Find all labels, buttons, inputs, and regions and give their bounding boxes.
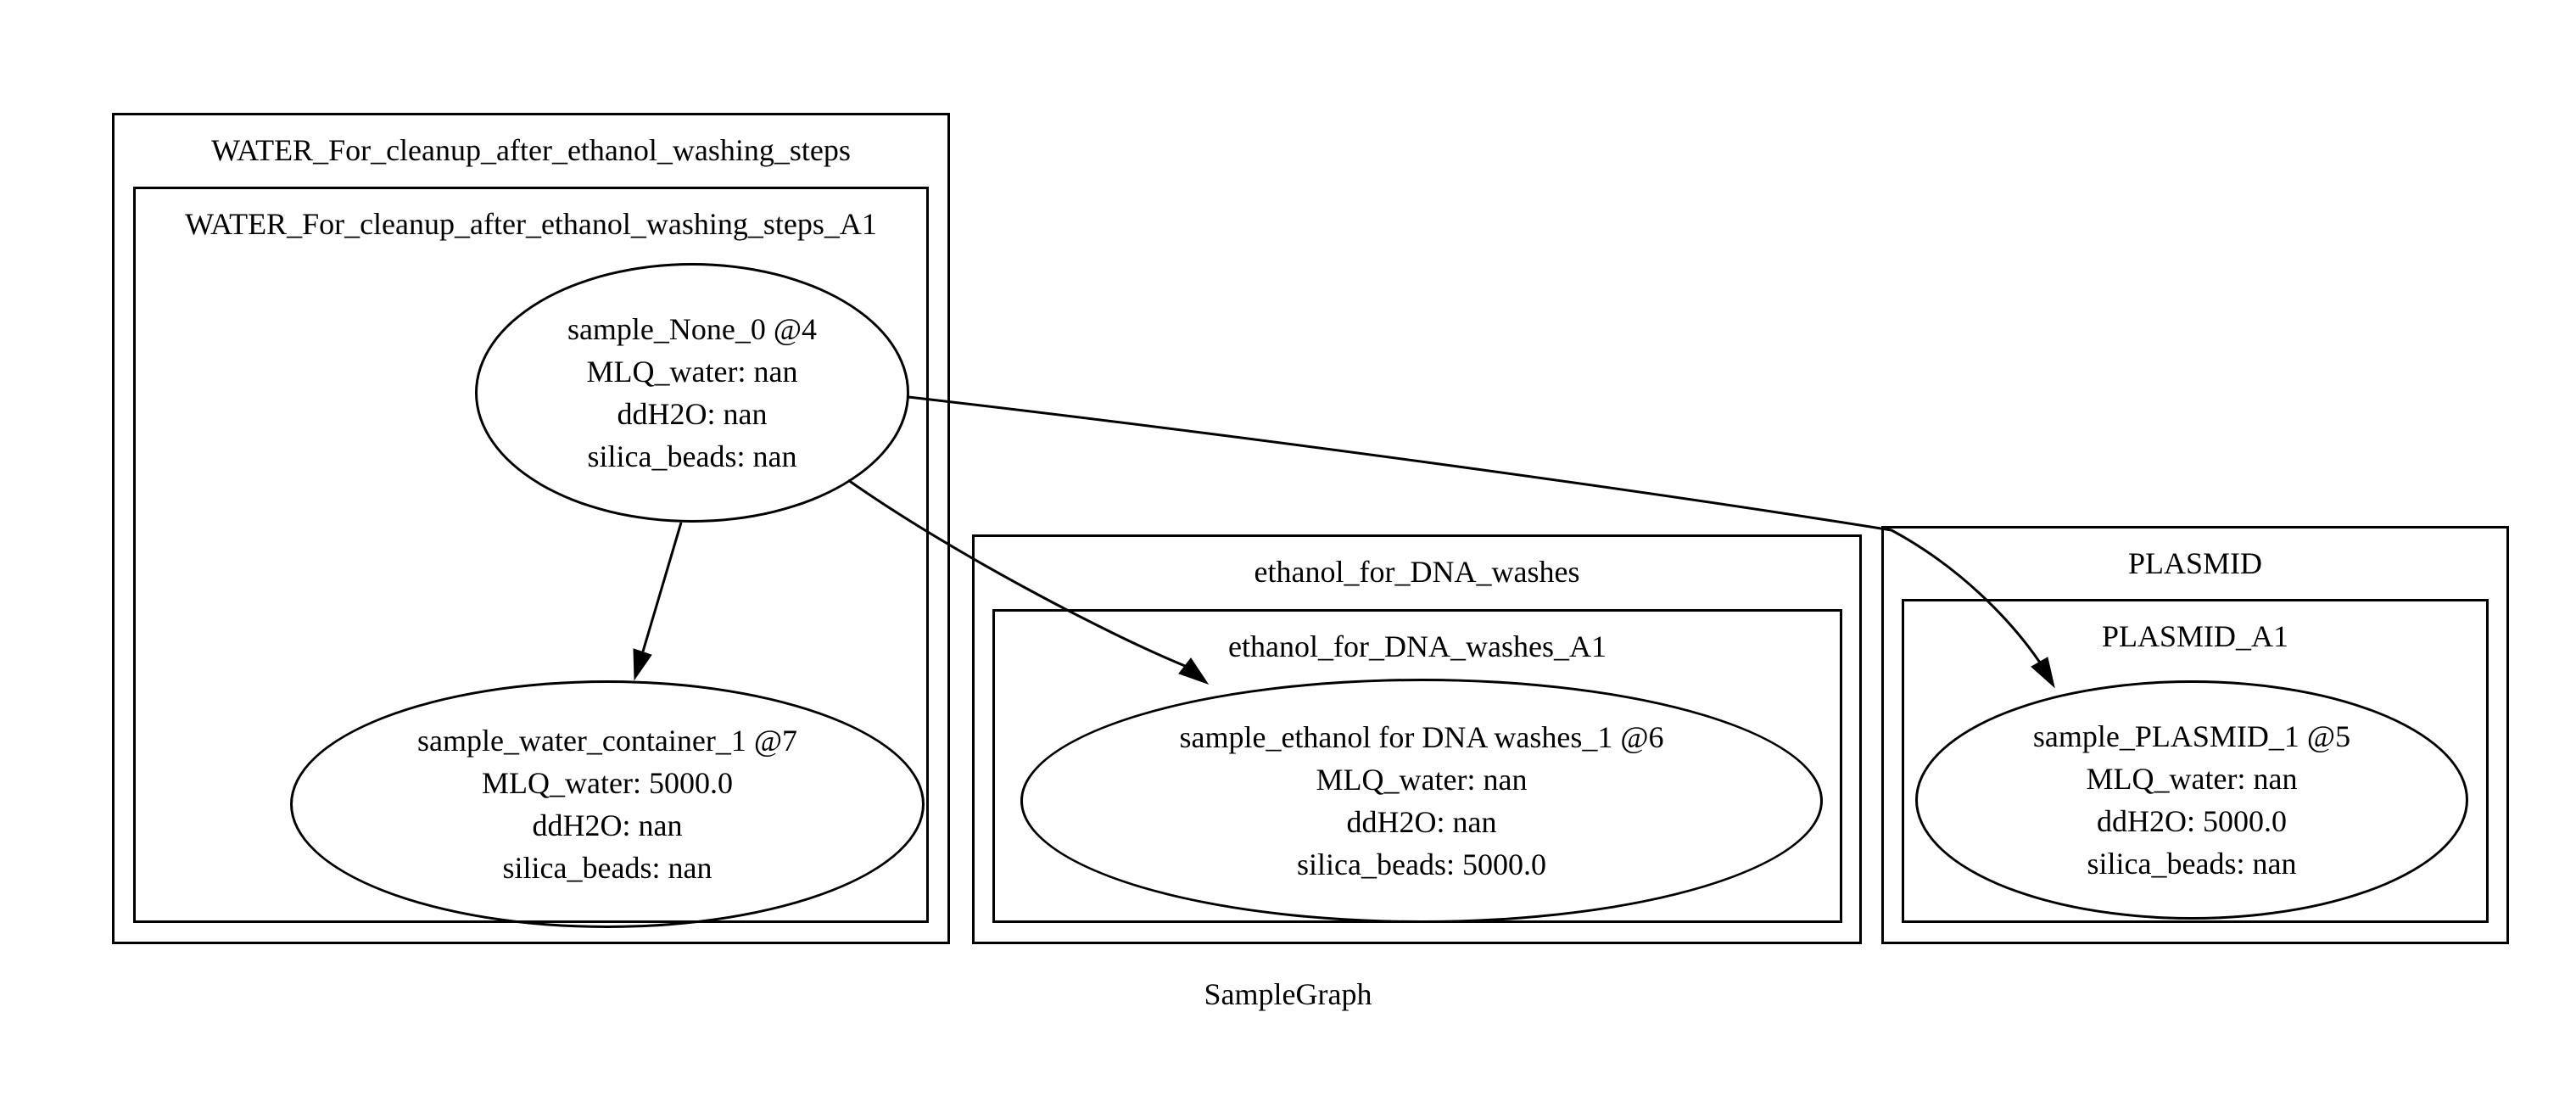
node-line: silica_beads: nan: [587, 439, 797, 473]
node-line: MLQ_water: nan: [2086, 762, 2298, 796]
subcluster-plasmid-a1-box: [1902, 599, 2489, 923]
node-line: sample_water_container_1 @7: [417, 724, 797, 758]
node-line: MLQ_water: 5000.0: [482, 766, 733, 800]
node-line: ddH2O: 5000.0: [2097, 804, 2287, 838]
cluster-water-title: WATER_For_cleanup_after_ethanol_washing_…: [211, 133, 851, 167]
subcluster-ethanol-a1-title: ethanol_for_DNA_washes_A1: [1228, 629, 1607, 663]
cluster-ethanol-title: ethanol_for_DNA_washes: [1254, 555, 1580, 589]
node-sample-water-container-1: sample_water_container_1 @7 MLQ_water: 5…: [290, 680, 925, 928]
node-line: ddH2O: nan: [617, 397, 768, 431]
node-line: sample_ethanol for DNA washes_1 @6: [1179, 720, 1664, 754]
node-line: silica_beads: nan: [502, 851, 712, 885]
node-line: sample_PLASMID_1 @5: [2032, 719, 2351, 753]
node-sample-plasmid-1: sample_PLASMID_1 @5 MLQ_water: nan ddH2O…: [1915, 680, 2468, 920]
node-line: silica_beads: 5000.0: [1297, 847, 1546, 881]
cluster-plasmid-box: [1881, 526, 2509, 944]
node-sample-none-0: sample_None_0 @4 MLQ_water: nan ddH2O: n…: [475, 263, 909, 523]
node-line: ddH2O: nan: [1346, 805, 1497, 839]
node-line: MLQ_water: nan: [1316, 763, 1528, 797]
node-line: MLQ_water: nan: [586, 355, 798, 389]
subcluster-water-a1-title: WATER_For_cleanup_after_ethanol_washing_…: [185, 207, 877, 241]
graph-label: SampleGraph: [1204, 977, 1372, 1011]
node-sample-ethanol-for-dna-washes-1: sample_ethanol for DNA washes_1 @6 MLQ_w…: [1020, 679, 1823, 923]
subcluster-plasmid-a1-title: PLASMID_A1: [2101, 619, 2289, 653]
node-line: sample_None_0 @4: [567, 312, 818, 346]
node-line: silica_beads: nan: [2087, 847, 2297, 881]
cluster-plasmid-title: PLASMID: [2127, 546, 2263, 580]
node-line: ddH2O: nan: [532, 808, 683, 842]
